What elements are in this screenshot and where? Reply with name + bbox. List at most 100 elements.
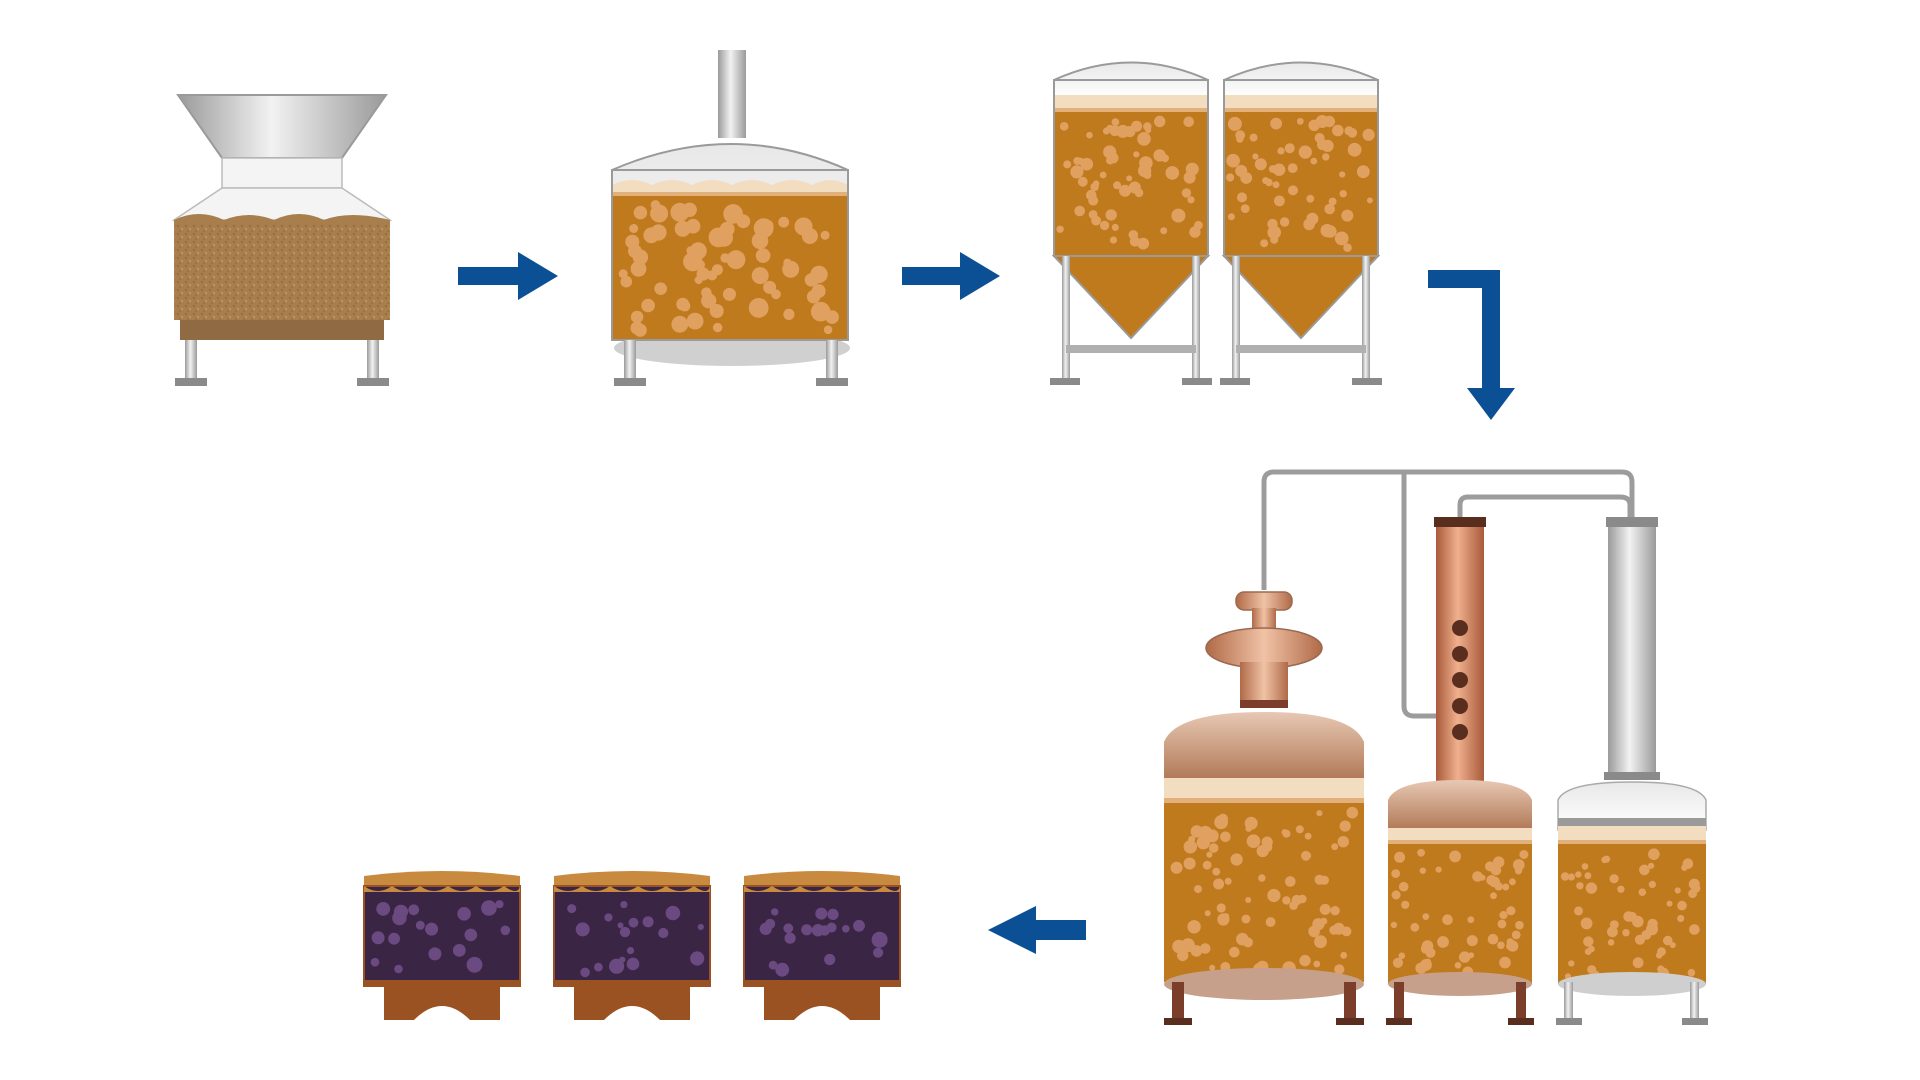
bubble bbox=[771, 908, 779, 916]
bubble bbox=[425, 922, 439, 936]
bubble bbox=[1281, 829, 1288, 836]
bubble bbox=[408, 904, 420, 916]
bubble bbox=[370, 957, 380, 967]
bubble bbox=[1213, 878, 1225, 890]
bubble bbox=[617, 922, 624, 929]
bubble bbox=[1189, 226, 1201, 238]
bubble bbox=[604, 913, 613, 922]
bubble bbox=[1459, 951, 1471, 963]
bubble bbox=[1487, 933, 1499, 945]
bubble bbox=[1303, 218, 1315, 231]
bubble bbox=[1258, 874, 1266, 882]
bubble bbox=[1584, 872, 1592, 880]
bubble bbox=[1329, 925, 1339, 935]
bubble bbox=[1227, 116, 1242, 131]
bubble bbox=[626, 957, 640, 971]
bubble bbox=[671, 315, 689, 333]
bubble bbox=[1499, 911, 1508, 920]
bubble bbox=[1240, 204, 1250, 214]
bubble bbox=[1678, 902, 1686, 910]
bubble bbox=[1497, 919, 1507, 929]
bubble bbox=[1319, 903, 1331, 915]
bubble bbox=[1330, 906, 1340, 916]
bubble bbox=[1267, 218, 1278, 230]
bubble bbox=[726, 250, 746, 270]
bubble bbox=[1291, 894, 1303, 906]
bubble bbox=[1260, 239, 1269, 248]
bubble bbox=[626, 947, 635, 955]
bubble bbox=[1111, 223, 1119, 231]
bubble bbox=[1226, 173, 1235, 182]
bubble bbox=[1324, 203, 1335, 215]
bubble bbox=[1502, 883, 1510, 891]
bubble bbox=[768, 960, 778, 970]
bubble bbox=[806, 290, 821, 304]
bubble bbox=[710, 232, 724, 247]
bubble bbox=[1282, 896, 1291, 905]
bubble bbox=[1171, 208, 1186, 223]
bubble bbox=[1506, 906, 1516, 916]
bubble bbox=[810, 265, 828, 284]
aging-barrel-3 bbox=[743, 871, 901, 1020]
bubble bbox=[1160, 227, 1168, 235]
bubble bbox=[1254, 158, 1267, 171]
bubble bbox=[1092, 180, 1100, 187]
bubble bbox=[1265, 178, 1273, 187]
bubble bbox=[686, 246, 695, 255]
bubble bbox=[1437, 936, 1449, 948]
bubble bbox=[1137, 237, 1150, 250]
bubble bbox=[1677, 914, 1685, 923]
bubble bbox=[1237, 192, 1247, 203]
bubble bbox=[1086, 131, 1093, 139]
bubble bbox=[1267, 888, 1281, 903]
bubble bbox=[1648, 862, 1655, 869]
bubble bbox=[1298, 145, 1312, 159]
bubble bbox=[1190, 945, 1203, 957]
bubble bbox=[690, 951, 705, 966]
bubble bbox=[1622, 929, 1630, 937]
bubble bbox=[371, 931, 385, 945]
bubble bbox=[1296, 117, 1304, 125]
bubble bbox=[466, 956, 483, 973]
bubble bbox=[580, 967, 590, 978]
bubble bbox=[1319, 875, 1329, 885]
bubble bbox=[1356, 165, 1370, 179]
bubble bbox=[1226, 153, 1240, 168]
bubble bbox=[1270, 117, 1282, 130]
bubble bbox=[1230, 853, 1243, 866]
bubble bbox=[1224, 877, 1232, 885]
bubble bbox=[1509, 878, 1516, 886]
bubble bbox=[1454, 962, 1462, 969]
bubble bbox=[1449, 850, 1461, 863]
bubble bbox=[1301, 850, 1311, 861]
bubble bbox=[1202, 860, 1212, 870]
bubble bbox=[495, 900, 504, 909]
bubble bbox=[1288, 185, 1298, 196]
bubble bbox=[1235, 164, 1248, 177]
fermentation-tank-1 bbox=[1050, 61, 1212, 385]
bubble bbox=[620, 275, 633, 288]
bubble bbox=[775, 962, 790, 977]
bubble bbox=[1575, 871, 1582, 878]
bubble bbox=[1139, 156, 1153, 170]
bubble bbox=[778, 216, 790, 228]
bubble bbox=[1689, 924, 1700, 935]
bubble bbox=[1688, 889, 1697, 899]
bubble bbox=[464, 928, 478, 942]
bubble bbox=[1639, 864, 1650, 876]
bubble bbox=[620, 901, 628, 909]
bubble bbox=[679, 300, 691, 312]
bubble bbox=[1344, 126, 1354, 136]
grain-mill bbox=[171, 94, 393, 386]
bubble bbox=[1077, 176, 1088, 187]
bubble bbox=[388, 932, 400, 945]
bubble bbox=[1277, 147, 1285, 155]
bubble bbox=[609, 958, 625, 974]
bubble bbox=[1514, 867, 1523, 875]
bubble bbox=[1663, 935, 1673, 946]
bubble bbox=[630, 260, 647, 277]
bubble bbox=[1137, 132, 1151, 146]
copper-column bbox=[1386, 517, 1534, 1025]
bubble bbox=[642, 916, 654, 928]
bubble bbox=[1506, 938, 1515, 946]
